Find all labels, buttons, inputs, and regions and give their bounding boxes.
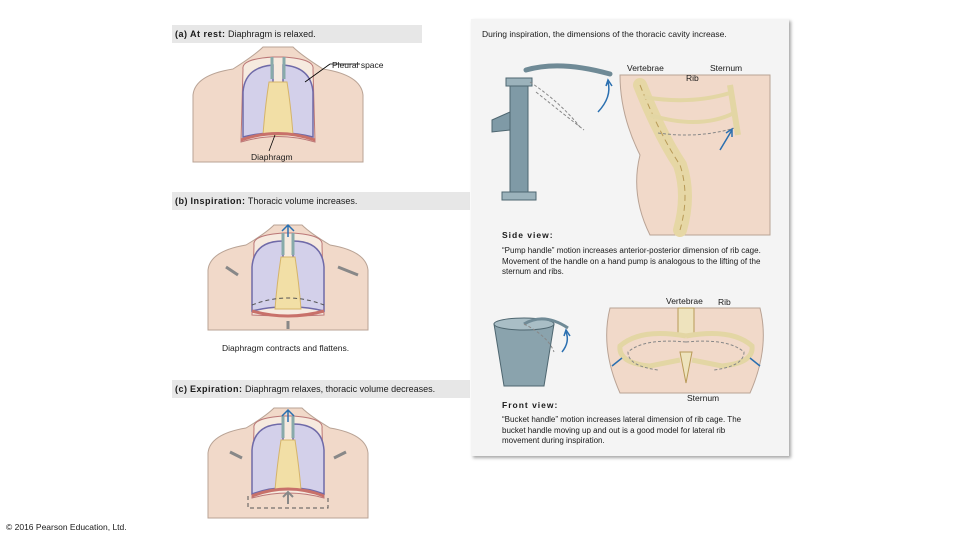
front-sternum-label: Sternum [687, 393, 720, 403]
panel-c-title: Expiration: [190, 384, 243, 394]
hand-pump-illustration [491, 63, 613, 201]
front-view-ribcage-illustration [606, 307, 764, 394]
bucket-illustration [493, 317, 571, 387]
front-view-heading: Front view: [502, 400, 559, 410]
panel-a-title: At rest: [190, 29, 226, 39]
side-rib-label: Rib [686, 73, 699, 83]
panel-b-caption: Diaphragm contracts and flattens. [222, 343, 350, 353]
panel-a-header-band [172, 25, 422, 43]
panel-b-title: Inspiration: [190, 196, 246, 206]
panel-a-header: (a) At rest: Diaphragm is relaxed. [175, 25, 316, 43]
copyright-notice: © 2016 Pearson Education, Ltd. [6, 522, 127, 532]
panel-a-letter: (a) [175, 29, 188, 39]
right-panel-header: During inspiration, the dimensions of th… [482, 29, 727, 39]
pleural-space-leader [304, 63, 360, 83]
panel-c-desc: Diaphragm relaxes, thoracic volume decre… [245, 384, 436, 394]
side-sternum-label: Sternum [710, 63, 743, 73]
side-view-heading: Side view: [502, 230, 554, 240]
front-view-text: “Bucket handle” motion increases lateral… [502, 415, 742, 445]
panel-b-header: (b) Inspiration: Thoracic volume increas… [175, 192, 357, 210]
panel-b-letter: (b) [175, 196, 188, 206]
panel-c-header-band [172, 380, 470, 398]
panel-a-chest-illustration [192, 46, 364, 163]
panel-c-header: (c) Expiration: Diaphragm relaxes, thora… [175, 380, 435, 398]
panel-a-desc: Diaphragm is relaxed. [228, 29, 316, 39]
front-rib-label: Rib [718, 297, 731, 307]
panel-c-letter: (c) [175, 384, 188, 394]
panel-b-chest-illustration [207, 223, 369, 331]
pleural-space-label: Pleural space [332, 60, 384, 70]
panel-b-header-band [172, 192, 470, 210]
panel-b-desc: Thoracic volume increases. [247, 196, 358, 206]
diaphragm-leader [268, 134, 276, 152]
front-vertebrae-label: Vertebrae [666, 296, 703, 306]
side-vertebrae-label: Vertebrae [627, 63, 664, 73]
diaphragm-label: Diaphragm [251, 152, 293, 162]
side-view-text: “Pump handle” motion increases anterior-… [502, 246, 761, 276]
panel-c-chest-illustration [207, 407, 369, 519]
side-view-ribcage-illustration [619, 74, 771, 237]
